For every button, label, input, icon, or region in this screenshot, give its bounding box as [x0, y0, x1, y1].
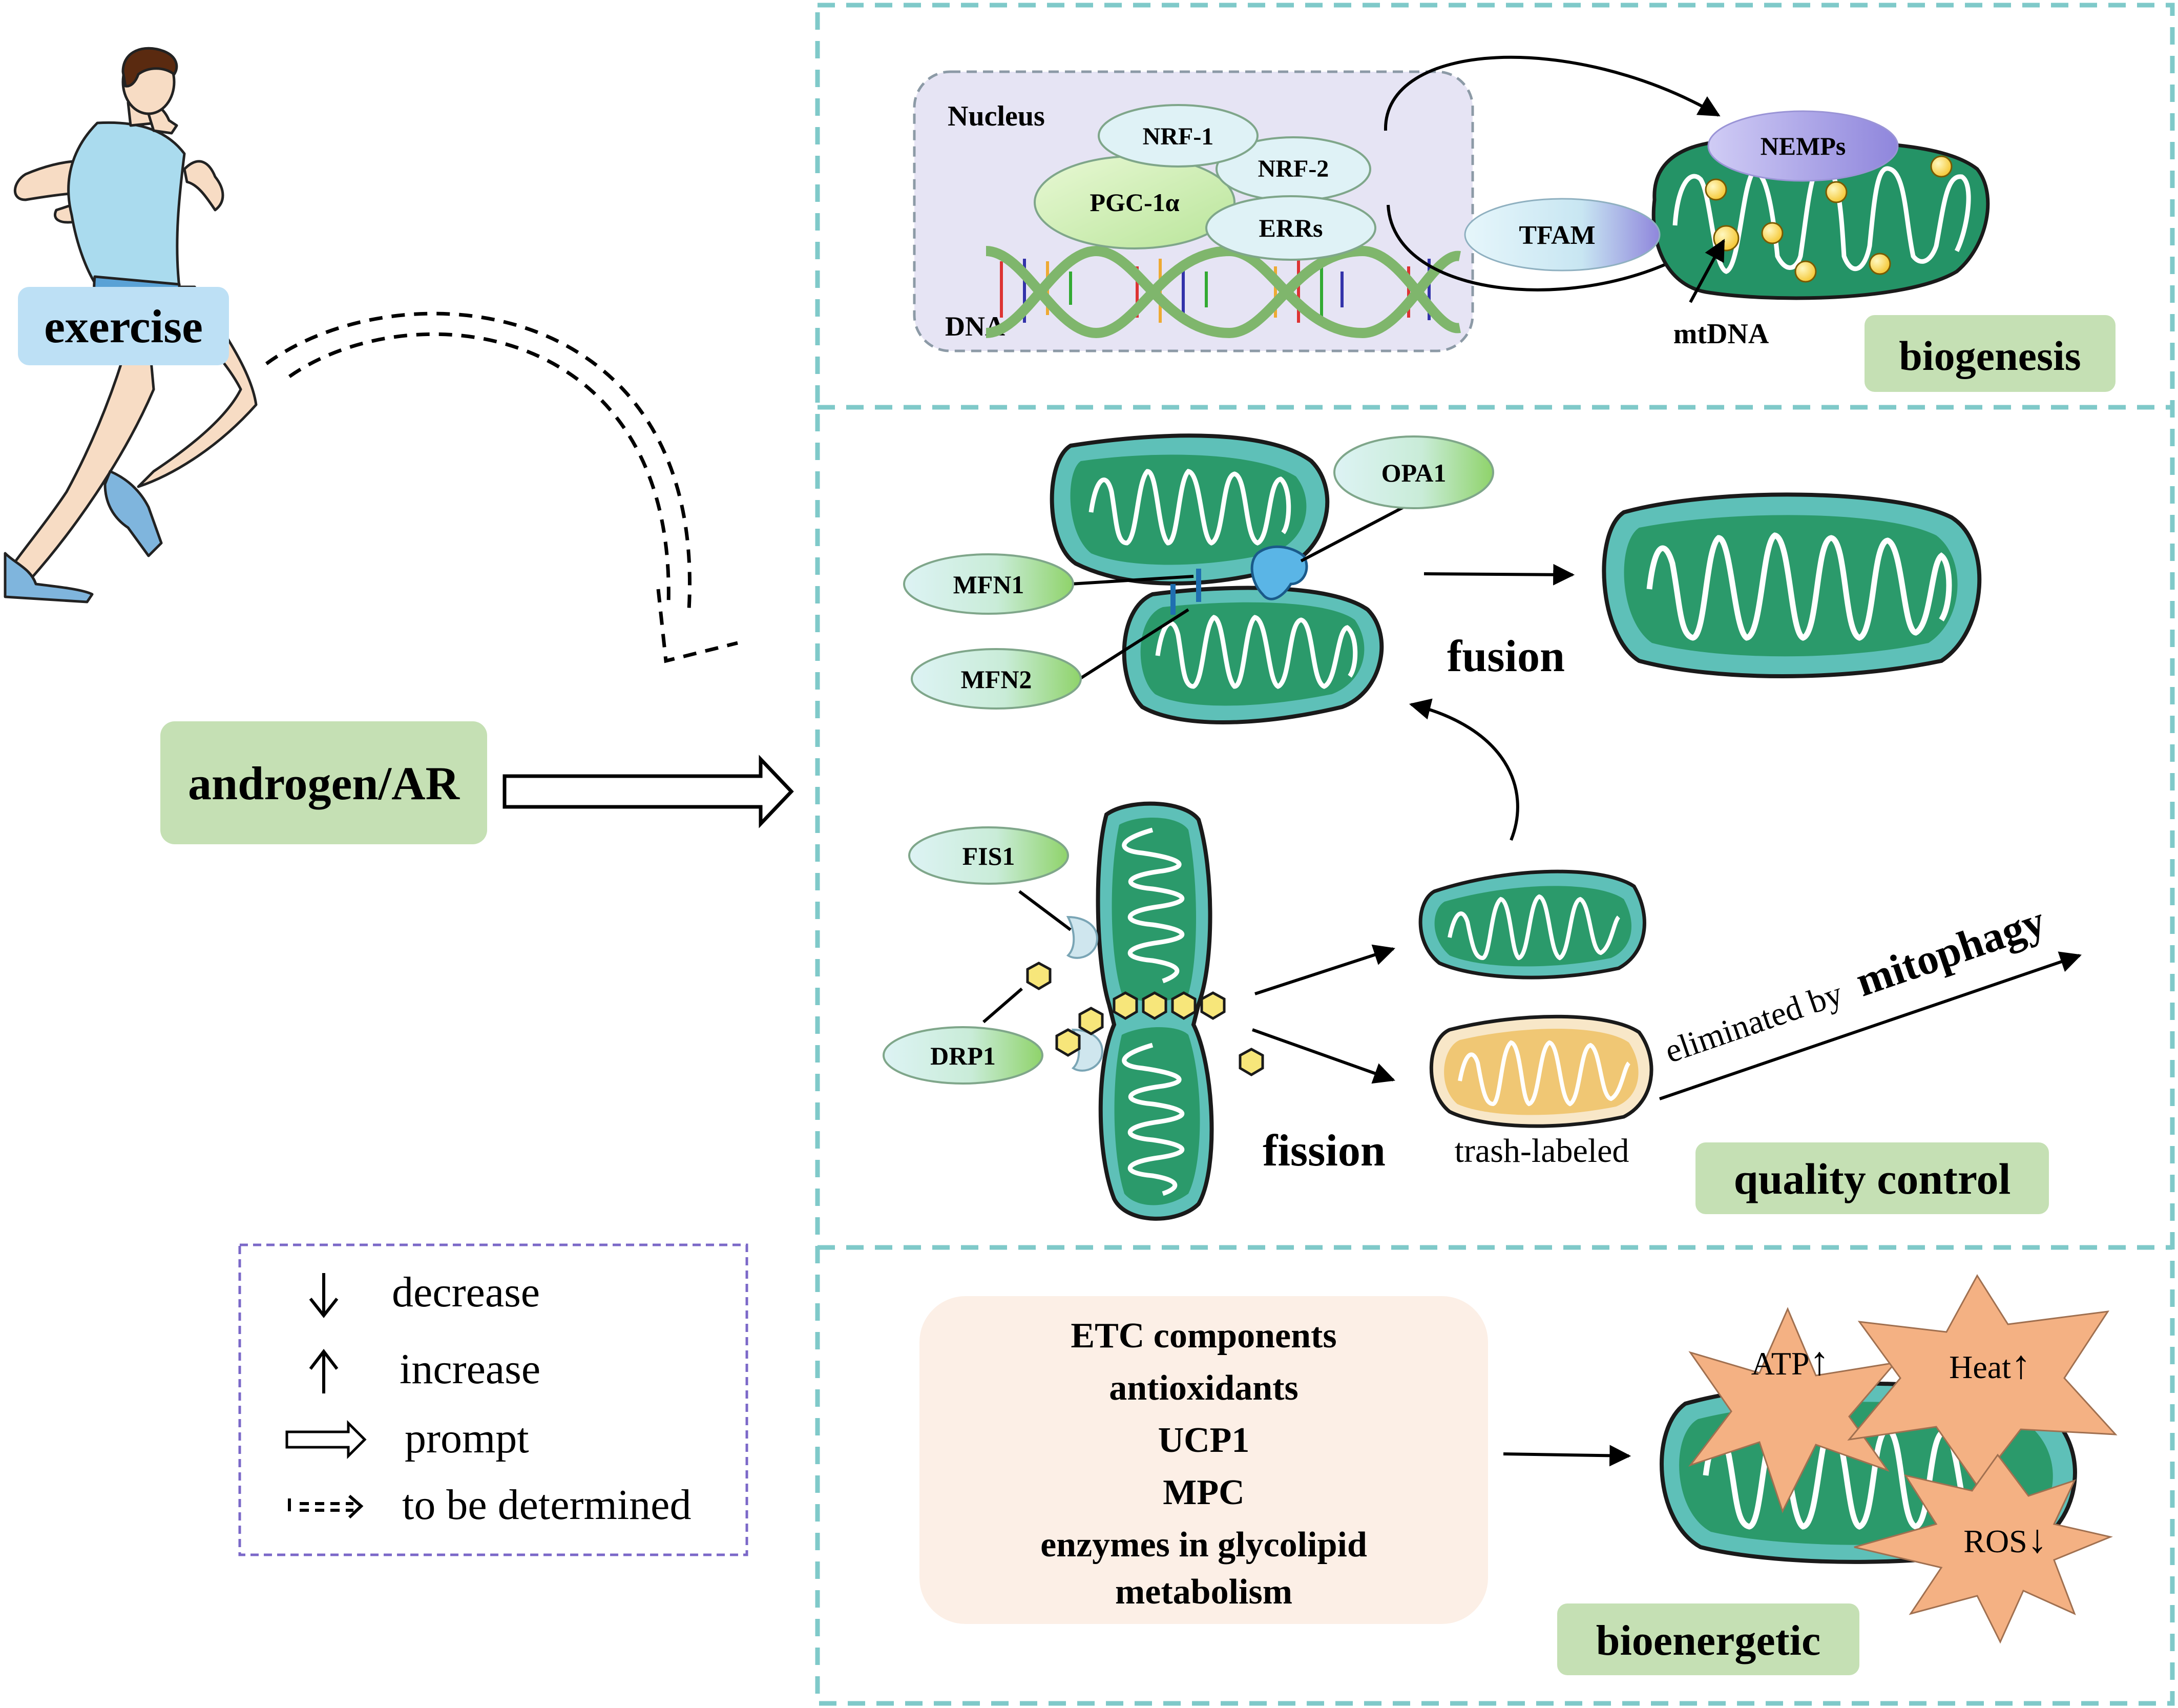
- opa1-oval: [1333, 435, 1494, 509]
- nemps-oval: [1707, 110, 1899, 182]
- ros-text: ROS: [1963, 1523, 2027, 1559]
- mfn1-label: MFN1: [953, 570, 1024, 599]
- nrf2-label: NRF-2: [1258, 155, 1329, 182]
- opa1-line: [1300, 506, 1405, 563]
- fused-mitochondrion: [1602, 492, 1982, 678]
- component-line-5: enzymes in glycolipid: [1040, 1525, 1367, 1565]
- component-line-6: metabolism: [1115, 1572, 1292, 1612]
- pgc1a-label: PGC-1α: [1090, 188, 1179, 217]
- prompt-arrow: [502, 755, 794, 828]
- ros-down-arrow: ↓: [2027, 1516, 2047, 1561]
- mfn2-oval: [911, 648, 1082, 710]
- nrf1-oval: [1098, 104, 1259, 168]
- component-line-2: antioxidants: [1109, 1368, 1299, 1408]
- legend-tbd-label: to be determined: [402, 1481, 691, 1529]
- tfam-label: TFAM: [1519, 221, 1595, 250]
- atp-label: ATP↑: [1751, 1339, 1830, 1383]
- biogenesis-label-box: [1865, 315, 2116, 392]
- trash-labeled-mitochondrion: [1429, 1014, 1653, 1128]
- component-line-3: UCP1: [1158, 1421, 1250, 1460]
- ros-star: [1854, 1453, 2113, 1644]
- mitophagy-text: mitophagy: [1850, 897, 2051, 1006]
- daughter-mitochondrion-healthy: [1418, 869, 1646, 980]
- legend-decrease-label: decrease: [392, 1268, 540, 1316]
- heat-up-arrow: ↑: [2011, 1342, 2031, 1387]
- opa1-protein: [1250, 545, 1308, 600]
- dna-helix: [986, 245, 1461, 339]
- bioenergetic-label-box: [1557, 1603, 1859, 1675]
- fission-arrow-down: [1251, 1028, 1395, 1084]
- nrf1-label: NRF-1: [1143, 123, 1214, 150]
- legend-tbd-symbol: [288, 1494, 364, 1519]
- nucleus-to-nemps-arrow: [1384, 55, 1721, 131]
- component-line-1: ETC components: [1071, 1316, 1336, 1356]
- legend-box: [238, 1243, 748, 1556]
- drp1-line: [982, 987, 1023, 1024]
- mfn1-oval: [903, 553, 1074, 615]
- legend-prompt-symbol: [285, 1420, 367, 1460]
- drp1-label: DRP1: [930, 1042, 996, 1070]
- trash-labeled-label: trash-labeled: [1455, 1132, 1629, 1170]
- legend-prompt-label: prompt: [405, 1414, 529, 1462]
- tfam-oval: [1464, 198, 1661, 272]
- androgen-label-box: [160, 721, 487, 844]
- fusion-label: fusion: [1447, 632, 1565, 681]
- drp1-oval: [883, 1026, 1043, 1085]
- mitophagy-arrow: [1659, 951, 2082, 1100]
- mtdna-pointer: [1689, 239, 1725, 303]
- fis1-label: FIS1: [962, 842, 1015, 870]
- fission-label: fission: [1263, 1126, 1386, 1176]
- heat-text: Heat: [1949, 1349, 2011, 1385]
- bioenergetic-components-box: [919, 1296, 1488, 1624]
- drp1-hexagons: [1026, 962, 1264, 1076]
- fis1-oval: [908, 826, 1069, 885]
- bioenergetic-label: bioenergetic: [1596, 1617, 1821, 1664]
- legend-increase-label: increase: [400, 1345, 540, 1393]
- nucleus-label: Nucleus: [948, 100, 1045, 132]
- component-line-4: MPC: [1163, 1473, 1244, 1512]
- exercise-label-box: [18, 287, 229, 365]
- mfn-tethers: [1170, 569, 1201, 615]
- eliminated-by-text: eliminated by: [1660, 975, 1847, 1071]
- errs-label: ERRs: [1259, 214, 1323, 242]
- mfn2-line: [1075, 608, 1189, 683]
- quality-control-label: quality control: [1734, 1154, 2011, 1203]
- heat-label: Heat↑: [1949, 1342, 2031, 1387]
- biogenesis-label: biogenesis: [1899, 332, 2081, 379]
- mfn2-label: MFN2: [961, 665, 1032, 694]
- fission-arrow-up: [1254, 944, 1395, 995]
- atp-text: ATP: [1751, 1345, 1810, 1382]
- fusion-mitochondrion-bottom: [1122, 586, 1384, 724]
- mfn1-line: [1070, 575, 1194, 586]
- legend-increase-symbol: [309, 1349, 339, 1393]
- tbd-curved-arrow: [265, 311, 738, 663]
- panel-borders: [815, 3, 2175, 1706]
- fis1-receptor-top: [1066, 915, 1098, 959]
- mtdna-label: mtDNA: [1673, 318, 1769, 350]
- legend-decrease-symbol: [309, 1273, 339, 1318]
- errs-oval: [1205, 195, 1376, 261]
- fusion-arrow: [1423, 564, 1575, 586]
- healthy-back-to-fusion-arrow: [1409, 698, 1519, 841]
- opa1-label: OPA1: [1381, 459, 1447, 487]
- exercise-label: exercise: [44, 300, 203, 352]
- ros-label: ROS↓: [1963, 1516, 2047, 1561]
- bioenergetic-arrow: [1503, 1445, 1631, 1467]
- fis1-line: [1018, 890, 1072, 931]
- nemps-label: NEMPs: [1761, 132, 1846, 160]
- quality-control-label-box: [1695, 1142, 2049, 1214]
- androgen-label: androgen/AR: [188, 757, 460, 809]
- atp-up-arrow: ↑: [1809, 1339, 1829, 1383]
